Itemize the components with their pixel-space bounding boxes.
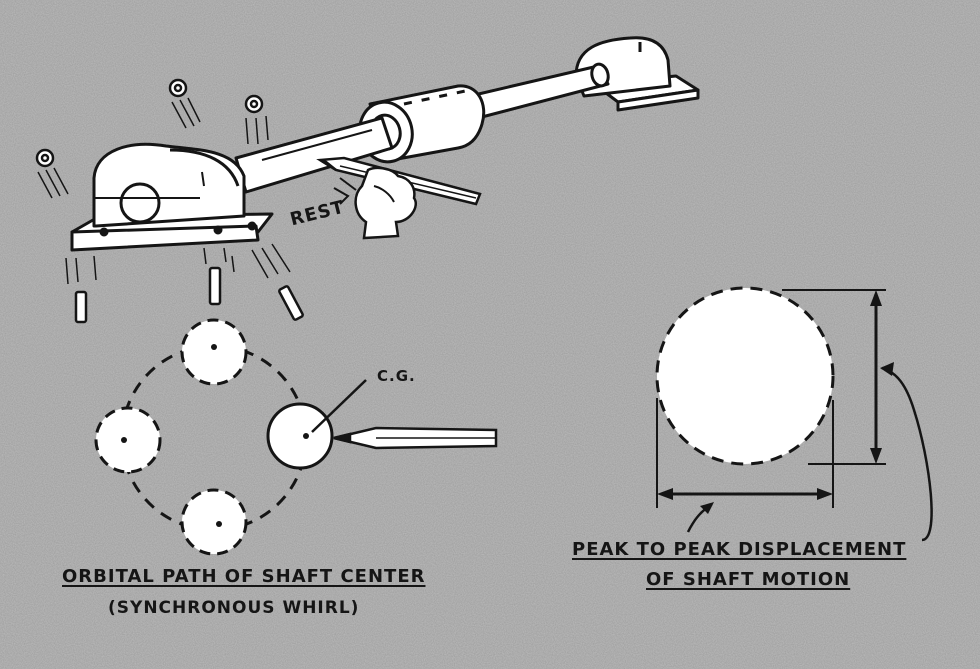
bolt-mid (203, 247, 235, 306)
shaft-position-right (266, 402, 334, 470)
shaft-motion-circle (655, 286, 835, 466)
nut-mid (168, 78, 201, 129)
bolt-left (65, 255, 97, 324)
synchronous-whirl-caption: (SYNCHRONOUS WHIRL) (108, 598, 360, 618)
shaft-position-left (94, 406, 162, 474)
nut-right (244, 94, 269, 145)
shaft-position-top (180, 318, 248, 386)
exploded-fasteners (35, 78, 304, 324)
peak-to-peak-caption-line2: OF SHAFT MOTION (646, 569, 851, 590)
leader-to-vertical (881, 366, 933, 542)
cg-leader-line (311, 379, 367, 433)
rotor-shaft-assembly (70, 36, 700, 252)
peak-to-peak-caption-line1: PEAK TO PEAK DISPLACEMENT (572, 539, 907, 560)
peak-to-peak-diagram (655, 286, 933, 542)
bolt-right (251, 243, 304, 321)
cg-label: C.G. (377, 367, 416, 385)
hand (333, 166, 417, 240)
indicator-pencil (333, 426, 498, 450)
nut-left (35, 148, 69, 199)
left-bearing-block (70, 142, 274, 252)
orbital-path-caption: ORBITAL PATH OF SHAFT CENTER (62, 566, 426, 587)
shaft-position-bottom (180, 488, 248, 556)
orbital-path-diagram (94, 318, 498, 556)
